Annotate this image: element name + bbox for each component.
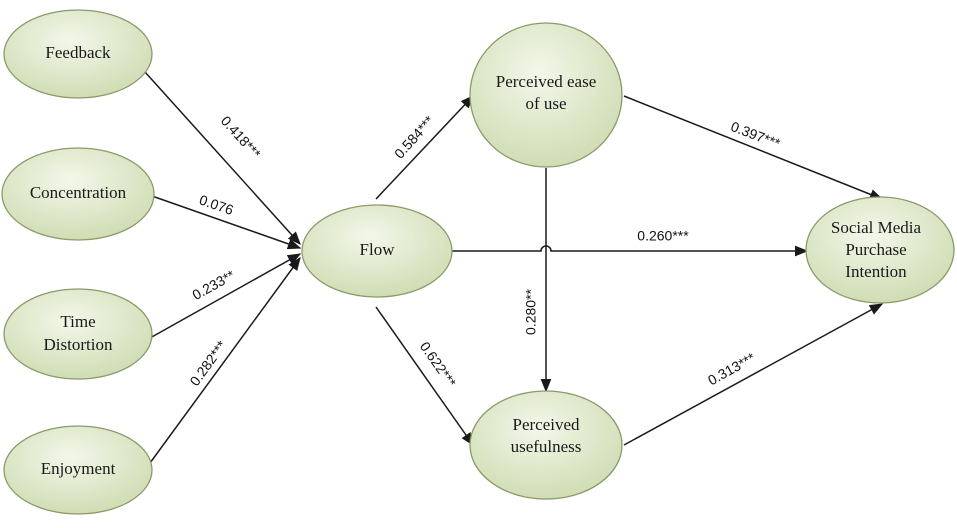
node-feedback: Feedback bbox=[3, 9, 153, 99]
node-feedback-label: Feedback bbox=[45, 43, 111, 62]
coef-feedback-flow: 0.418*** bbox=[218, 113, 265, 162]
node-perceived-ease-of-use: Perceived ease of use bbox=[469, 22, 623, 168]
node-perceived-usefulness: Perceived usefulness bbox=[469, 390, 623, 500]
node-time-distortion-label-line1: Time bbox=[60, 312, 95, 331]
node-concentration-shape bbox=[1, 147, 155, 241]
node-time-distortion-label-line2: Distortion bbox=[44, 335, 113, 354]
node-enjoyment: Enjoyment bbox=[3, 425, 153, 515]
edge-ease-intention bbox=[623, 95, 884, 200]
coef-usefulness-intention: 0.313*** bbox=[705, 349, 758, 388]
node-social-media-purchase-intention-shape bbox=[805, 196, 955, 304]
coef-flow-usefulness: 0.622*** bbox=[417, 339, 460, 391]
edge-usefulness-intention bbox=[623, 303, 884, 446]
edge-enjoyment-flow bbox=[149, 256, 301, 464]
edge-concentration-flow bbox=[151, 195, 302, 250]
node-feedback-shape bbox=[3, 9, 153, 99]
node-flow-shape bbox=[301, 204, 453, 298]
node-perceived-ease-of-use-label-line2: of use bbox=[525, 94, 566, 113]
node-perceived-ease-of-use-label-line1: Perceived ease bbox=[496, 72, 597, 91]
coef-ease-intention: 0.397*** bbox=[729, 118, 783, 152]
edge-flow-intention bbox=[452, 245, 809, 257]
node-perceived-usefulness-label-line1: Perceived bbox=[512, 415, 580, 434]
edge-flow-ease bbox=[375, 95, 474, 200]
coef-flow-ease: 0.584*** bbox=[391, 112, 438, 161]
coef-time-distortion-flow: 0.233** bbox=[189, 266, 237, 303]
node-purchase-intention-label-line1: Social Media bbox=[831, 218, 922, 237]
edge-time-distortion-flow bbox=[149, 253, 302, 339]
node-flow: Flow bbox=[301, 204, 453, 298]
edge-feedback-flow bbox=[144, 71, 301, 246]
node-social-media-purchase-intention: Social Media Purchase Intention bbox=[805, 196, 955, 304]
node-purchase-intention-label-line3: Intention bbox=[845, 262, 907, 281]
node-enjoyment-shape bbox=[3, 425, 153, 515]
node-time-distortion-shape bbox=[3, 288, 153, 380]
edge-flow-usefulness bbox=[375, 306, 474, 447]
node-concentration-label: Concentration bbox=[30, 183, 127, 202]
node-flow-label: Flow bbox=[360, 240, 396, 259]
coef-ease-usefulness: 0.280** bbox=[523, 288, 539, 334]
node-perceived-ease-of-use-shape bbox=[469, 22, 623, 168]
node-time-distortion: Time Distortion bbox=[3, 288, 153, 380]
node-purchase-intention-label-line2: Purchase bbox=[845, 240, 906, 259]
coef-flow-intention: 0.260*** bbox=[637, 228, 689, 244]
node-concentration: Concentration bbox=[1, 147, 155, 241]
node-perceived-usefulness-shape bbox=[469, 390, 623, 500]
edges bbox=[144, 71, 884, 464]
node-enjoyment-label: Enjoyment bbox=[41, 459, 116, 478]
node-perceived-usefulness-label-line2: usefulness bbox=[511, 437, 582, 456]
